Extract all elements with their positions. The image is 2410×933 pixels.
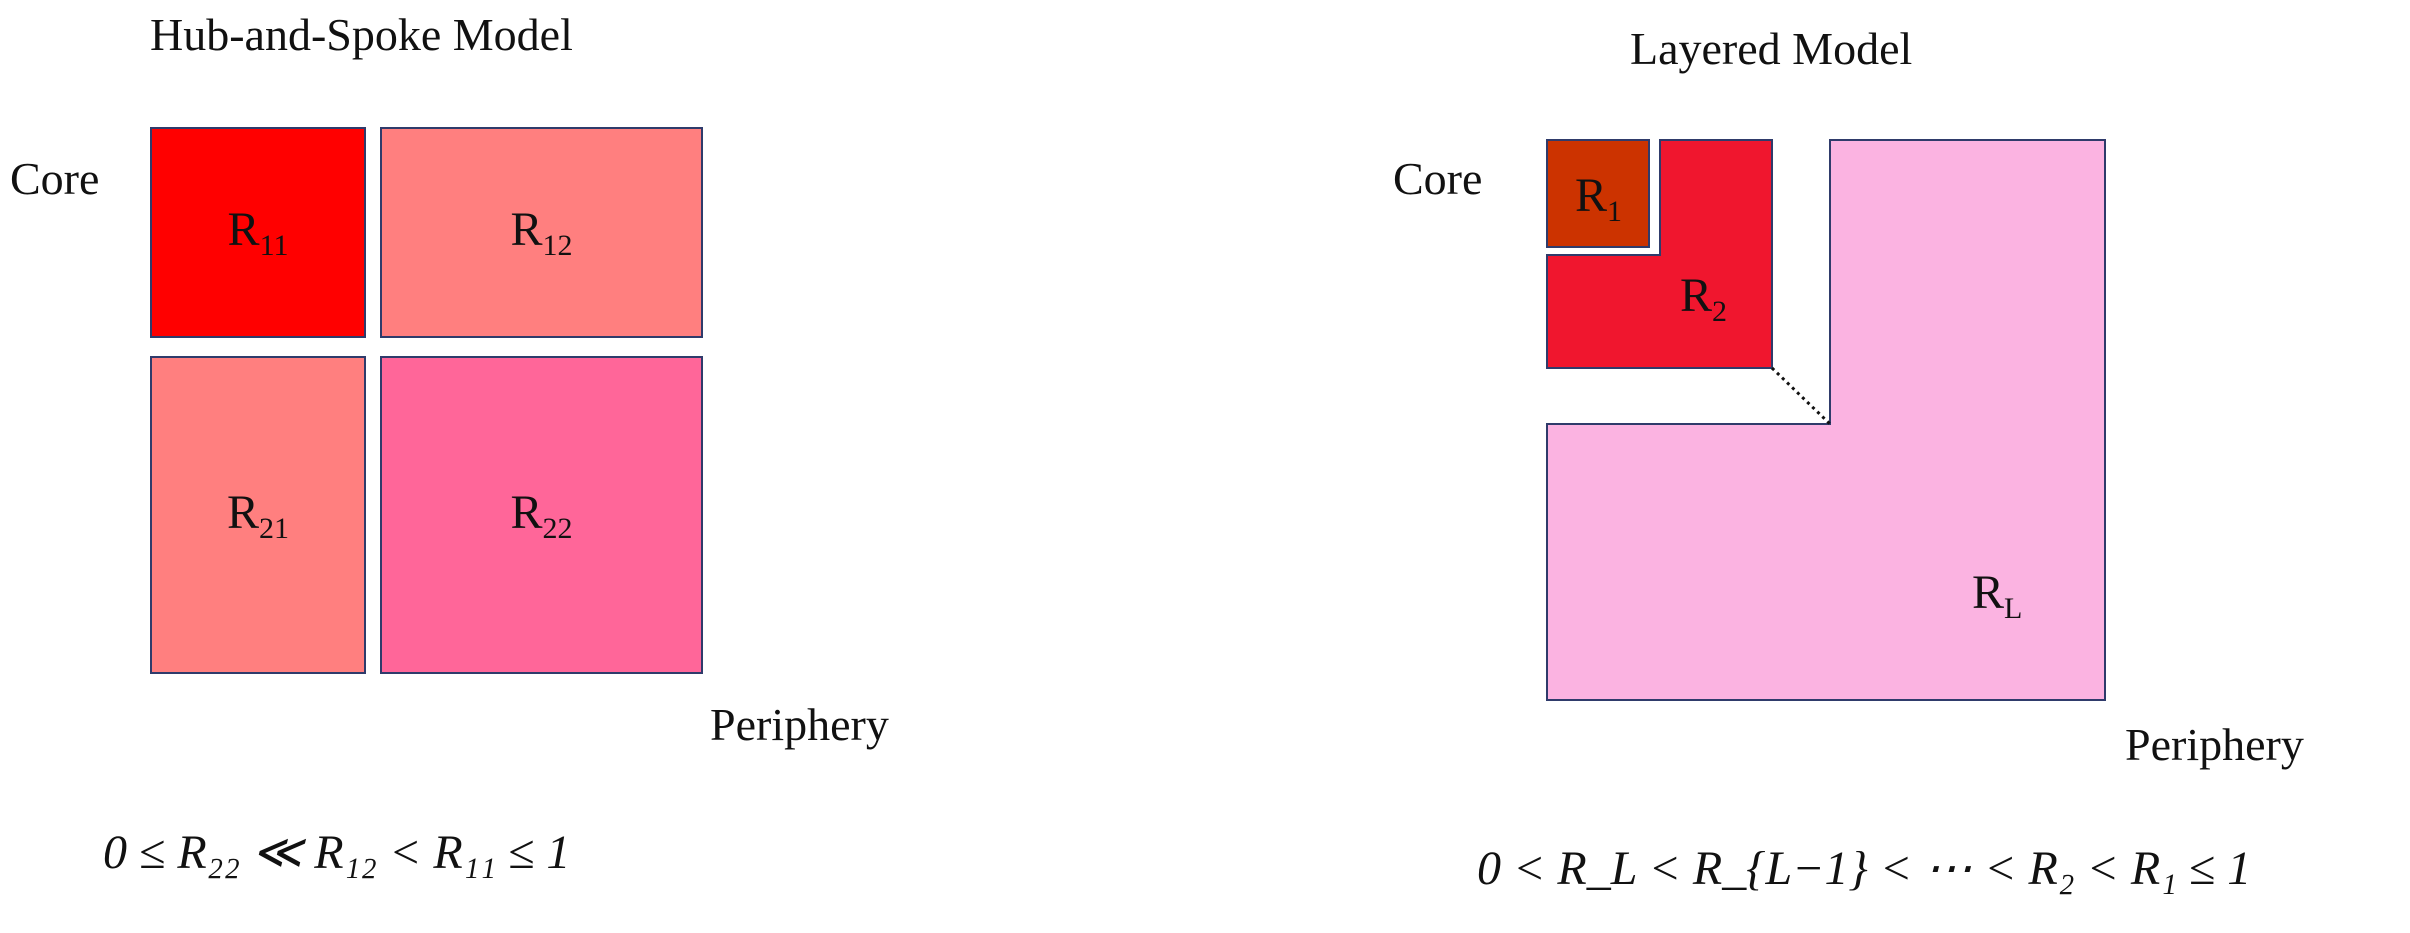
layer-r1	[1546, 139, 1650, 248]
layered-periphery-label: Periphery	[2125, 719, 2304, 770]
hub-spoke-inequality: 0 ≤ R₂₂ ≪ R₁₂ < R₁₁ ≤ 1	[103, 826, 571, 879]
cell-r12: R12	[380, 127, 703, 338]
layered-inequality: 0 < R_L < R_{L−1} < ⋯ < R₂ < R₁ ≤ 1	[1477, 842, 2252, 895]
cell-r21-label: R21	[226, 485, 289, 545]
cell-r21: R21	[150, 356, 366, 674]
hub-spoke-title: Hub-and-Spoke Model	[150, 9, 573, 60]
layer-r2-label: R2	[1680, 269, 1728, 328]
cell-r22: R22	[380, 356, 703, 674]
layered-panel: Layered Model Core R1 R2 RL Periphery 0 …	[1150, 0, 2410, 933]
layered-title: Layered Model	[1630, 23, 1913, 74]
layer-r2	[1546, 139, 1773, 369]
layer-rl	[1546, 139, 2106, 701]
dotted-connector	[1770, 366, 1832, 426]
cell-r22-label: R22	[510, 485, 573, 545]
layer-rl-label: RL	[1972, 566, 2023, 625]
hub-spoke-core-label: Core	[10, 153, 100, 204]
hub-spoke-panel: Hub-and-Spoke Model Core R11 R12 R21 R22…	[0, 0, 1150, 933]
layered-diagram	[1546, 139, 2106, 701]
cell-r12-label: R12	[510, 203, 573, 262]
hub-spoke-periphery-label: Periphery	[710, 699, 889, 750]
cell-r11: R11	[150, 127, 366, 338]
cell-r11-label: R11	[227, 203, 289, 262]
layered-core-label: Core	[1393, 153, 1483, 204]
layer-r1-label: R1	[1575, 169, 1623, 228]
